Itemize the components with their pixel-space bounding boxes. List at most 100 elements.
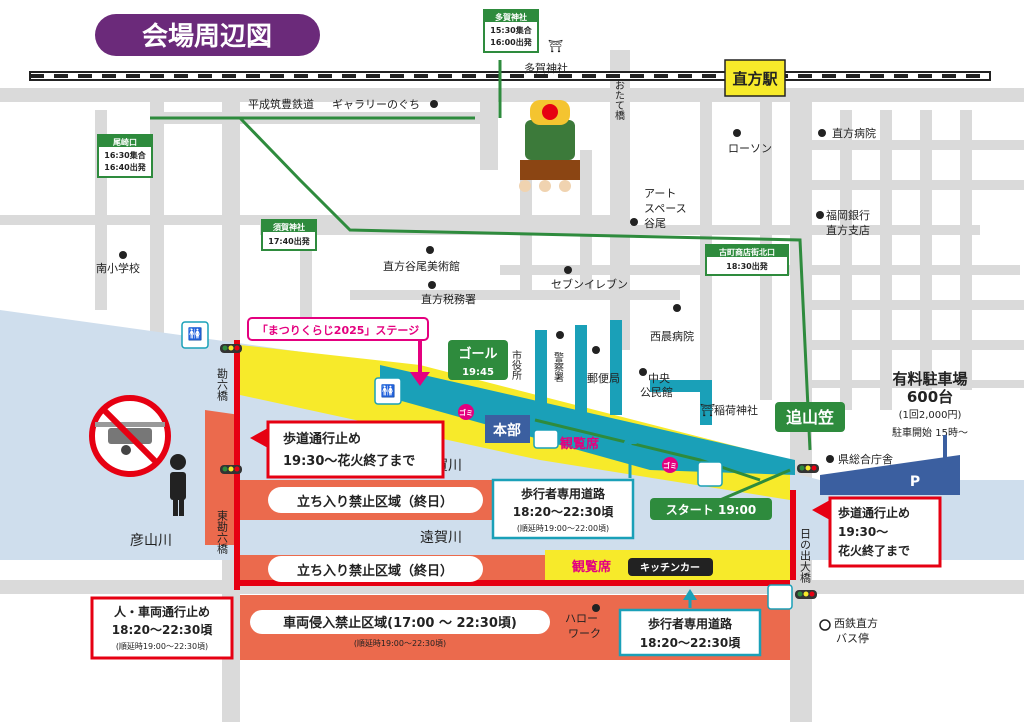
traffic-lights [220,344,819,599]
svg-text:花火終了まで: 花火終了まで [838,543,910,558]
svg-text:本部: 本部 [493,422,521,439]
svg-text:16:40出発: 16:40出発 [104,162,146,172]
svg-text:600台: 600台 [907,388,953,406]
svg-text:(順延時19:00～22:30頃): (順延時19:00～22:30頃) [116,641,208,651]
stage-label: 「まつりくらじ2025」ステージ [247,317,430,386]
svg-text:おたて橋: おたて橋 [613,80,625,121]
svg-text:ローソン: ローソン [728,142,772,155]
svg-text:福岡銀行: 福岡銀行 [826,208,870,222]
svg-text:有料駐車場: 有料駐車場 [892,370,967,388]
railway-name: 平成筑豊鉄道 [248,97,314,111]
svg-text:谷尾: 谷尾 [644,217,666,230]
svg-text:18:20～22:30頃: 18:20～22:30頃 [640,636,741,650]
svg-text:16:30集合: 16:30集合 [104,150,146,160]
svg-text:直方支店: 直方支店 [826,223,870,237]
landmarks: ギャラリーのぐち 多賀神社 ⛩ おたて橋 ローソン 直方病院 アート スペース … [96,39,893,645]
svg-text:ワーク: ワーク [568,627,601,640]
bridge-higashi-kanroku: 東勘六橋 [216,510,229,555]
yamakasa-float-illustration [519,100,580,192]
svg-text:⛩: ⛩ [700,403,715,417]
notice-walkway-2: 歩行者専用道路 18:20～22:30頃 [618,589,762,657]
notice-people-vehicle-stop: 人・車両通行止め 18:20～22:30頃 (順延時19:00～22:30頃) [90,596,234,660]
no-entry-zone-1: 立ち入り禁止区域（終日） [268,487,483,513]
svg-text:(順延時19:00～22:00頃): (順延時19:00～22:00頃) [517,523,609,533]
svg-text:歩行者専用道路: 歩行者専用道路 [521,486,606,501]
svg-text:立ち入り禁止区域（終日）: 立ち入り禁止区域（終日） [297,563,453,579]
svg-text:セブンイレブン: セブンイレブン [551,277,628,291]
svg-text:P: P [910,474,920,490]
procession-route [150,60,812,502]
notice-pedestrian-stop-left: 歩道通行止め 19:30～花火終了まで [250,420,445,479]
svg-text:古町商店街北口: 古町商店街北口 [719,247,775,257]
svg-text:(順延時19:00～22:30頃): (順延時19:00～22:30頃) [354,638,446,648]
svg-text:「まつりくらじ2025」ステージ: 「まつりくらじ2025」ステージ [257,323,419,337]
checkpoint-furumachi: 古町商店街北口 18:30出発 [705,244,789,276]
svg-text:ハロー: ハロー [565,612,598,625]
svg-text:19:30～花火終了まで: 19:30～花火終了まで [283,453,415,469]
viewing-seats-1: 観覧席 [559,436,599,452]
map-title-text: 会場周辺図 [142,22,272,52]
svg-text:スペース: スペース [644,202,687,215]
svg-text:19:30～: 19:30～ [838,525,888,539]
svg-text:中央: 中央 [648,372,670,385]
checkpoint-ozaki: 尾崎口 16:30集合 16:40出発 [97,134,153,178]
headquarters: 本部 [485,415,530,443]
svg-text:18:30出発: 18:30出発 [726,261,768,271]
river-onga-2: 遠賀川 [420,530,462,546]
svg-text:直方病院: 直方病院 [832,126,876,140]
svg-text:バス停: バス停 [836,631,869,645]
svg-text:須賀神社: 須賀神社 [272,222,305,232]
start-marker: スタート 19:00 [650,498,772,520]
svg-text:歩道通行止め: 歩道通行止め [838,505,910,520]
svg-text:追山笠: 追山笠 [786,408,834,427]
toilet-icon: 🚻 [188,327,203,341]
notice-pedestrian-stop-right: 歩道通行止め 19:30～ 花火終了まで [812,496,942,568]
svg-text:多賀神社: 多賀神社 [495,12,527,22]
svg-text:ギャラリーのぐち: ギャラリーのぐち [332,98,420,111]
svg-text:多賀神社: 多賀神社 [524,61,568,75]
svg-text:ゴミ: ゴミ [663,461,677,470]
svg-text:19:45: 19:45 [462,367,494,378]
railway-line [29,71,991,81]
viewing-seats-2: 観覧席 [571,559,611,575]
svg-text:県総合庁舎: 県総合庁舎 [838,452,893,466]
station-label: 直方駅 [732,70,778,88]
map-title: 会場周辺図 [95,14,320,56]
svg-text:直方税務署: 直方税務署 [421,292,476,306]
svg-text:尾崎口: 尾崎口 [112,137,137,147]
svg-text:直方谷尾美術館: 直方谷尾美術館 [383,259,460,273]
svg-text:西晨病院: 西晨病院 [650,329,694,343]
goal-marker: ゴール 19:45 [448,340,508,380]
svg-text:15:30集合: 15:30集合 [490,25,532,35]
bridge-kanroku: 勘六橋 [216,368,229,402]
svg-text:人・車両通行止め: 人・車両通行止め [114,604,210,619]
bridge-hinode: 日の出大橋 [799,528,812,584]
oiyamakasa-label: 追山笠 [775,402,845,432]
stall-lanes [535,320,712,425]
toilet-icon: 🚻 [381,384,396,398]
no-entry-zone-2: 立ち入り禁止区域（終日） [268,556,483,582]
svg-text:警察署: 警察署 [552,351,564,382]
svg-text:郵便局: 郵便局 [587,372,620,385]
svg-text:スタート 19:00: スタート 19:00 [666,503,756,517]
svg-text:ゴール: ゴール [458,346,497,362]
toilet-icons: 🚻 🚻 [181,321,793,610]
notice-vehicle-no-entry: 車両侵入禁止区域(17:00 ～ 22:30頃) (順延時19:00～22:30… [250,610,550,648]
svg-text:17:40出発: 17:40出発 [268,236,310,246]
nogata-station: 直方駅 [724,59,786,97]
svg-text:公民館: 公民館 [640,385,673,399]
svg-text:歩行者専用道路: 歩行者専用道路 [648,616,733,631]
svg-text:南小学校: 南小学校 [96,261,140,275]
svg-text:18:20～22:30頃: 18:20～22:30頃 [112,623,213,637]
parking-info: 有料駐車場 600台 (1回2,000円) 駐車開始 15時～ P [892,370,968,490]
svg-text:キッチンカー: キッチンカー [640,562,700,574]
checkpoint-taga: 多賀神社 15:30集合 16:00出発 [483,9,539,53]
no-drone-sign [89,395,186,516]
svg-text:⛩: ⛩ [548,39,563,53]
svg-text:立ち入り禁止区域（終日）: 立ち入り禁止区域（終日） [297,494,453,510]
river-hikosan: 彦山川 [130,533,172,549]
svg-text:(1回2,000円): (1回2,000円) [899,409,962,421]
svg-text:18:20～22:30頃: 18:20～22:30頃 [513,505,614,519]
checkpoint-suga: 須賀神社 17:40出発 [261,219,317,251]
